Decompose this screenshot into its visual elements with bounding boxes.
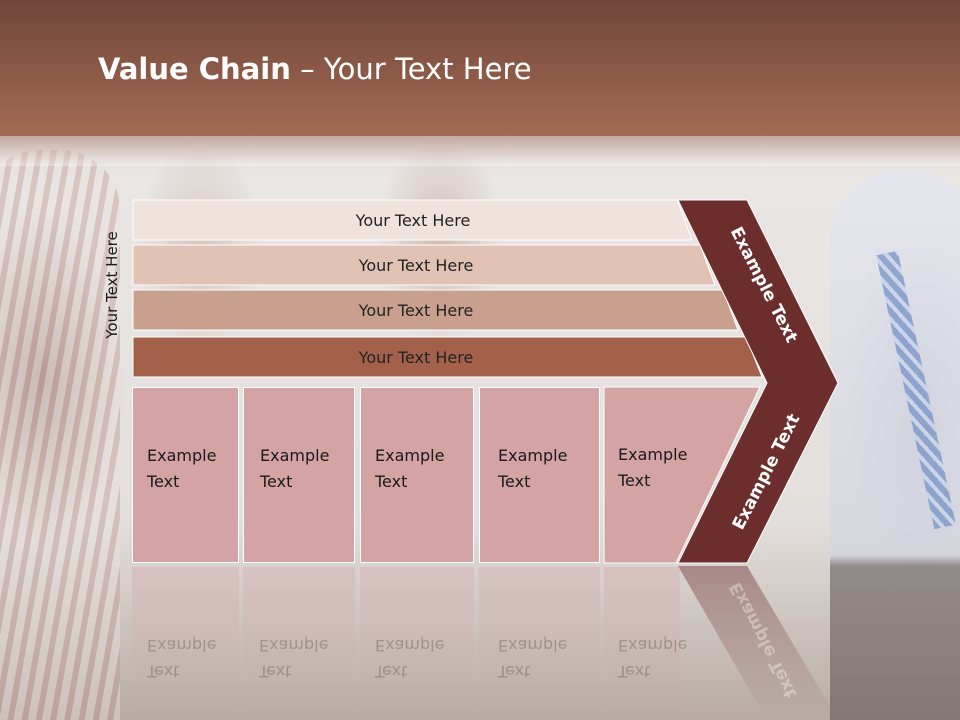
box-5-line-1: Example [618,445,688,464]
chevron-arrow [677,199,839,564]
tier-label-4: Your Text Here [358,347,474,367]
activity-box-2[interactable]: Example Text [243,387,355,563]
box-3-line-1: Example [375,446,445,465]
box-2-line-1: Example [260,446,330,465]
box-reflection-1 [132,567,239,717]
tier-label-2: Your Text Here [358,255,474,275]
box-reflection-2 [243,567,355,717]
box-2-line-2: Text [260,472,293,491]
tier-bar-2[interactable]: Your Text Here [133,245,699,285]
chevron-reflection [678,566,838,720]
activity-box-5[interactable]: Example Text [604,387,724,563]
box-1-line-1: Example [147,446,217,465]
activity-box-4[interactable]: Example Text [479,387,600,563]
tier-bar-4[interactable]: Your Text Here [133,337,699,377]
tier-shape-2 [132,244,716,286]
activity-box-1[interactable]: Example Text [132,387,239,563]
slide-title[interactable]: Value Chain – Your Text Here [98,52,532,86]
title-rest: – Your Text Here [290,52,532,86]
background-person-left [0,150,120,720]
title-bar [0,0,960,136]
tier-label-1: Your Text Here [355,210,471,230]
box-reflection-4 [479,567,600,717]
title-bold: Value Chain [98,52,291,86]
tier-shape-3 [132,289,739,331]
tier-shape-4 [132,336,763,378]
box-4-line-1: Example [498,446,568,465]
box-5-line-2: Text [618,471,651,490]
title-bar-shadow [0,136,960,166]
box-reflection-3 [360,567,474,717]
box-reflection-5 [604,567,680,717]
tier-label-3: Your Text Here [358,300,474,320]
tier-bar-1[interactable]: Your Text Here [133,200,693,240]
box-4-line-2: Text [498,472,531,491]
box-shape-5 [603,386,761,564]
box-1-line-2: Text [147,472,180,491]
box-3-line-2: Text [375,472,408,491]
tier-bar-3[interactable]: Your Text Here [133,290,699,330]
activity-box-3[interactable]: Example Text [360,387,474,563]
tier-shape-1 [132,199,693,241]
